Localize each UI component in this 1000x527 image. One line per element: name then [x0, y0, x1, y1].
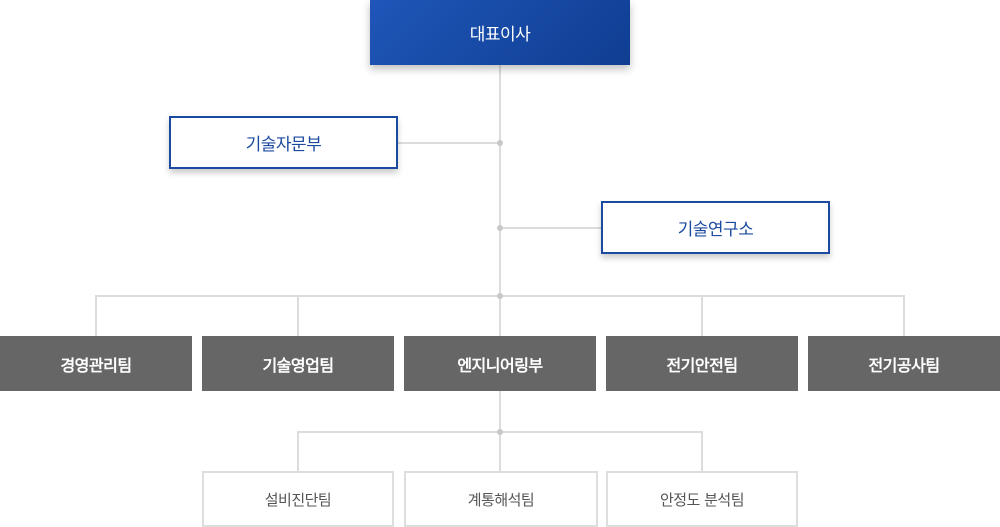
- department-label: 기술영업팀: [262, 355, 334, 375]
- team-label: 설비진단팀: [264, 490, 332, 509]
- consulting-connector: [398, 142, 500, 144]
- junction-dot-research: [497, 225, 503, 231]
- team-box-stability-analysis: 안정도 분석팀: [606, 471, 798, 527]
- main-vertical-connector: [499, 65, 501, 336]
- team-box-system-analysis: 계통해석팀: [404, 471, 598, 527]
- department-label: 경영관리팀: [60, 355, 132, 375]
- department-label: 전기공사팀: [868, 355, 940, 375]
- department-label: 엔지니어링부: [457, 355, 543, 375]
- dept-drop-1: [95, 295, 97, 336]
- consulting-box: 기술자문부: [169, 116, 398, 169]
- department-box-electrical-safety: 전기안전팀: [606, 336, 798, 391]
- research-connector: [500, 227, 601, 229]
- department-box-management: 경영관리팀: [0, 336, 192, 391]
- team-drop-3: [701, 431, 703, 471]
- team-label: 안정도 분석팀: [659, 490, 745, 509]
- junction-dot-consulting: [497, 140, 503, 146]
- team-drop-1: [297, 431, 299, 471]
- department-box-electrical-construction: 전기공사팀: [808, 336, 1000, 391]
- consulting-label: 기술자문부: [245, 135, 322, 155]
- junction-dot-departments: [497, 293, 503, 299]
- ceo-box: 대표이사: [370, 0, 630, 65]
- ceo-label: 대표이사: [469, 25, 531, 45]
- department-box-sales: 기술영업팀: [202, 336, 394, 391]
- department-label: 전기안전팀: [666, 355, 738, 375]
- dept-drop-4: [701, 295, 703, 336]
- junction-dot-teams: [497, 429, 503, 435]
- research-box: 기술연구소: [601, 201, 830, 254]
- dept-drop-2: [297, 295, 299, 336]
- dept-drop-5: [903, 295, 905, 336]
- team-label: 계통해석팀: [467, 490, 535, 509]
- team-box-equipment-diagnosis: 설비진단팀: [202, 471, 394, 527]
- department-box-engineering: 엔지니어링부: [404, 336, 596, 391]
- research-label: 기술연구소: [677, 220, 754, 240]
